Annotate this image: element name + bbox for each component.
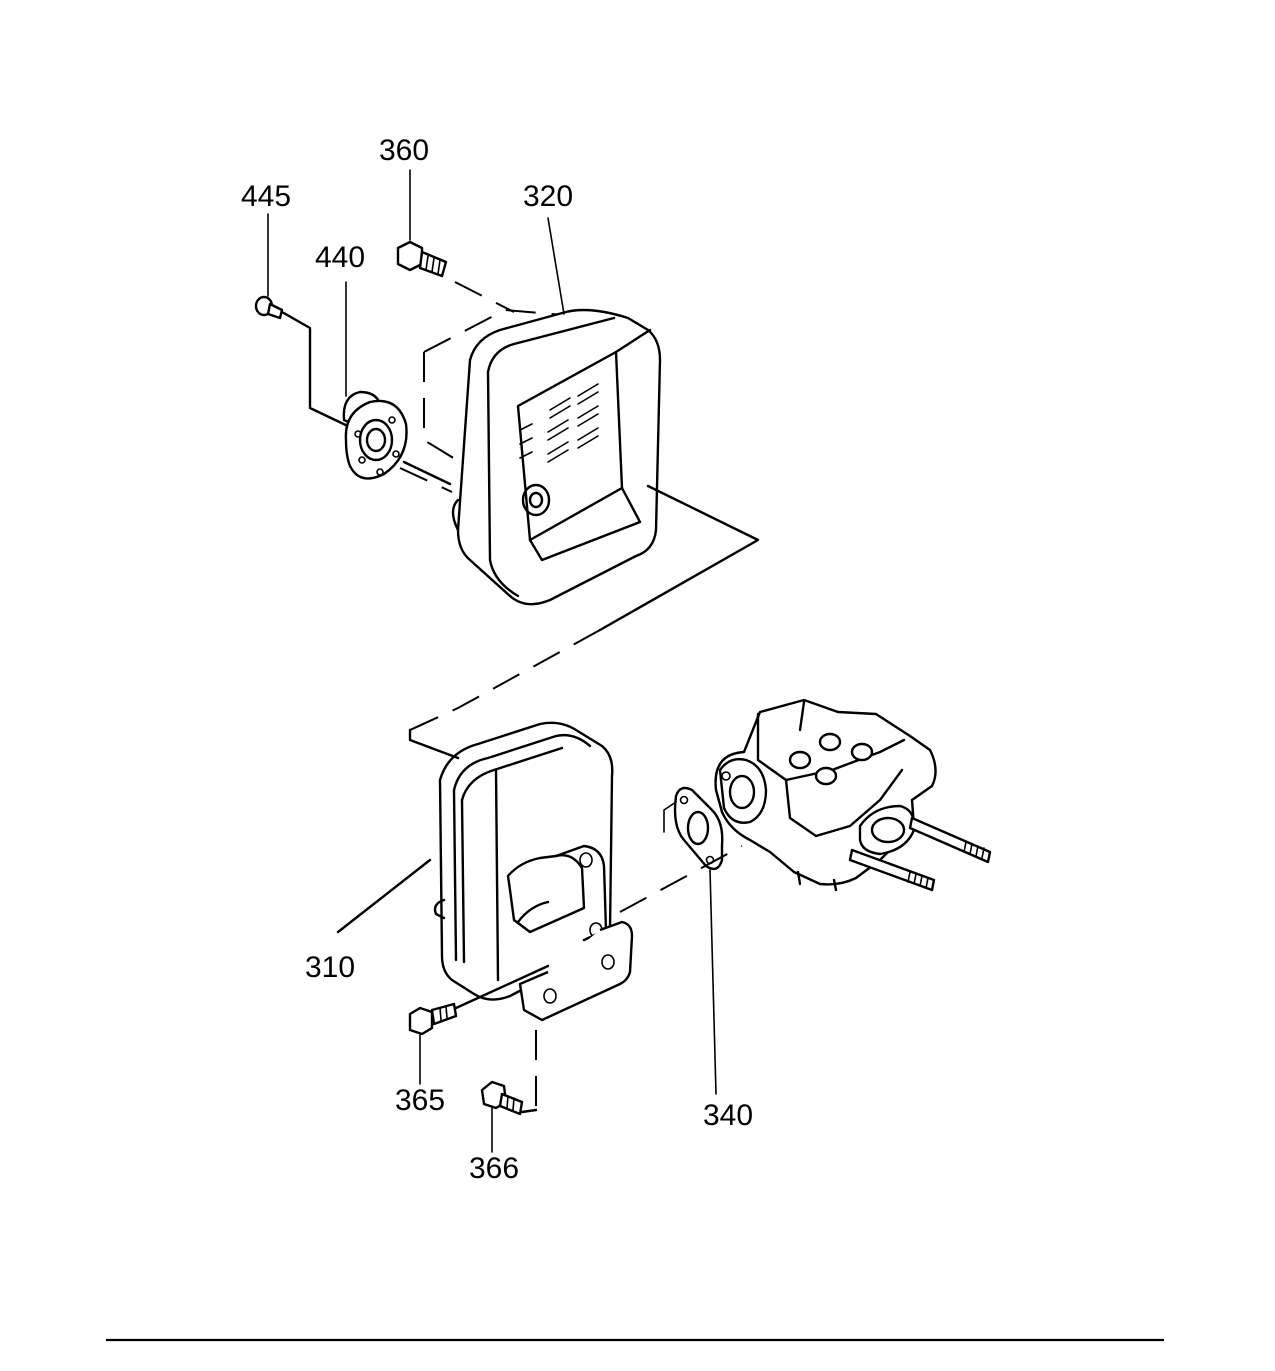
stud-bolt bbox=[908, 816, 992, 864]
muffler-cover-320 bbox=[423, 308, 662, 606]
muffler-310 bbox=[433, 721, 634, 1022]
part-label-366: 366 bbox=[469, 1152, 519, 1185]
gasket-340 bbox=[673, 786, 724, 871]
stud-bolt bbox=[848, 848, 936, 892]
bolt-366 bbox=[480, 1080, 524, 1116]
screw-445 bbox=[254, 295, 284, 320]
spark-arrester-440 bbox=[342, 390, 408, 480]
part-label-360: 360 bbox=[379, 134, 429, 167]
part-label-445: 445 bbox=[241, 180, 291, 213]
part-label-365: 365 bbox=[395, 1084, 445, 1117]
cylinder-head bbox=[714, 698, 937, 892]
bolt-360 bbox=[396, 240, 448, 278]
part-label-440: 440 bbox=[315, 241, 365, 274]
part-label-320: 320 bbox=[523, 180, 573, 213]
bolt-365 bbox=[408, 1002, 458, 1036]
part-label-340: 340 bbox=[703, 1099, 753, 1132]
part-label-310: 310 bbox=[305, 951, 355, 984]
